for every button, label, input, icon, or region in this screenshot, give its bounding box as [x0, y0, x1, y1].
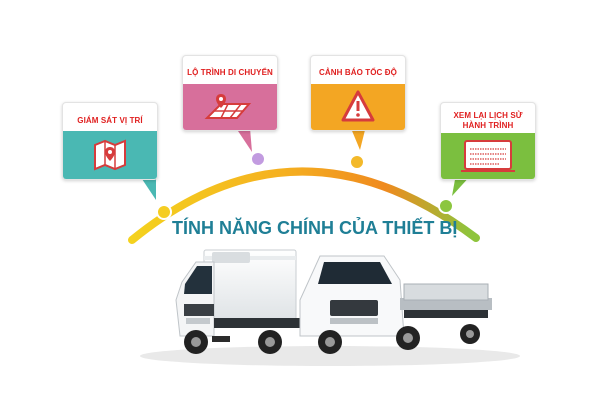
arc-dot-4 — [438, 198, 454, 214]
feature-title-speed-warning: CẢNH BÁO TỐC ĐỘ — [319, 68, 397, 77]
feature-title-history: XEM LẠI LỊCH SỬ HÀNH TRÌNH — [441, 111, 535, 131]
pointer-3 — [350, 126, 366, 150]
feature-title-position: GIÁM SÁT VỊ TRÍ — [77, 116, 143, 125]
feature-title-history-line-2: HÀNH TRÌNH — [462, 121, 514, 130]
arc-dot-1 — [156, 204, 172, 220]
pointer-2 — [236, 128, 252, 152]
ground-shadow — [140, 346, 520, 366]
feature-body-position — [63, 131, 157, 179]
route-map-icon — [204, 94, 252, 119]
feature-card-speed-warning: CẢNH BÁO TỐC ĐỘ — [310, 55, 406, 131]
arc-dot-3 — [349, 154, 365, 170]
feature-title-route: LỘ TRÌNH DI CHUYỂN — [187, 68, 273, 77]
feature-body-route — [183, 84, 277, 130]
pointer-1 — [140, 176, 156, 200]
feature-card-history: XEM LẠI LỊCH SỬ HÀNH TRÌNH — [440, 102, 536, 180]
feature-card-position: GIÁM SÁT VỊ TRÍ — [62, 102, 158, 180]
feature-body-history — [441, 133, 535, 179]
history-screen-icon — [461, 140, 515, 172]
feature-card-route: LỘ TRÌNH DI CHUYỂN — [182, 55, 278, 131]
warning-icon — [341, 90, 375, 122]
map-pin-icon — [94, 139, 126, 171]
arc-dot-2 — [250, 151, 266, 167]
feature-arc — [128, 167, 480, 244]
feature-body-speed-warning — [311, 84, 405, 130]
flatbed-pickup-truck — [299, 255, 492, 354]
feature-title-history-line-1: XEM LẠI LỊCH SỬ — [453, 111, 523, 120]
refrigerated-truck — [175, 249, 304, 354]
headline: TÍNH NĂNG CHÍNH CỦA THIẾT BỊ — [172, 218, 458, 238]
